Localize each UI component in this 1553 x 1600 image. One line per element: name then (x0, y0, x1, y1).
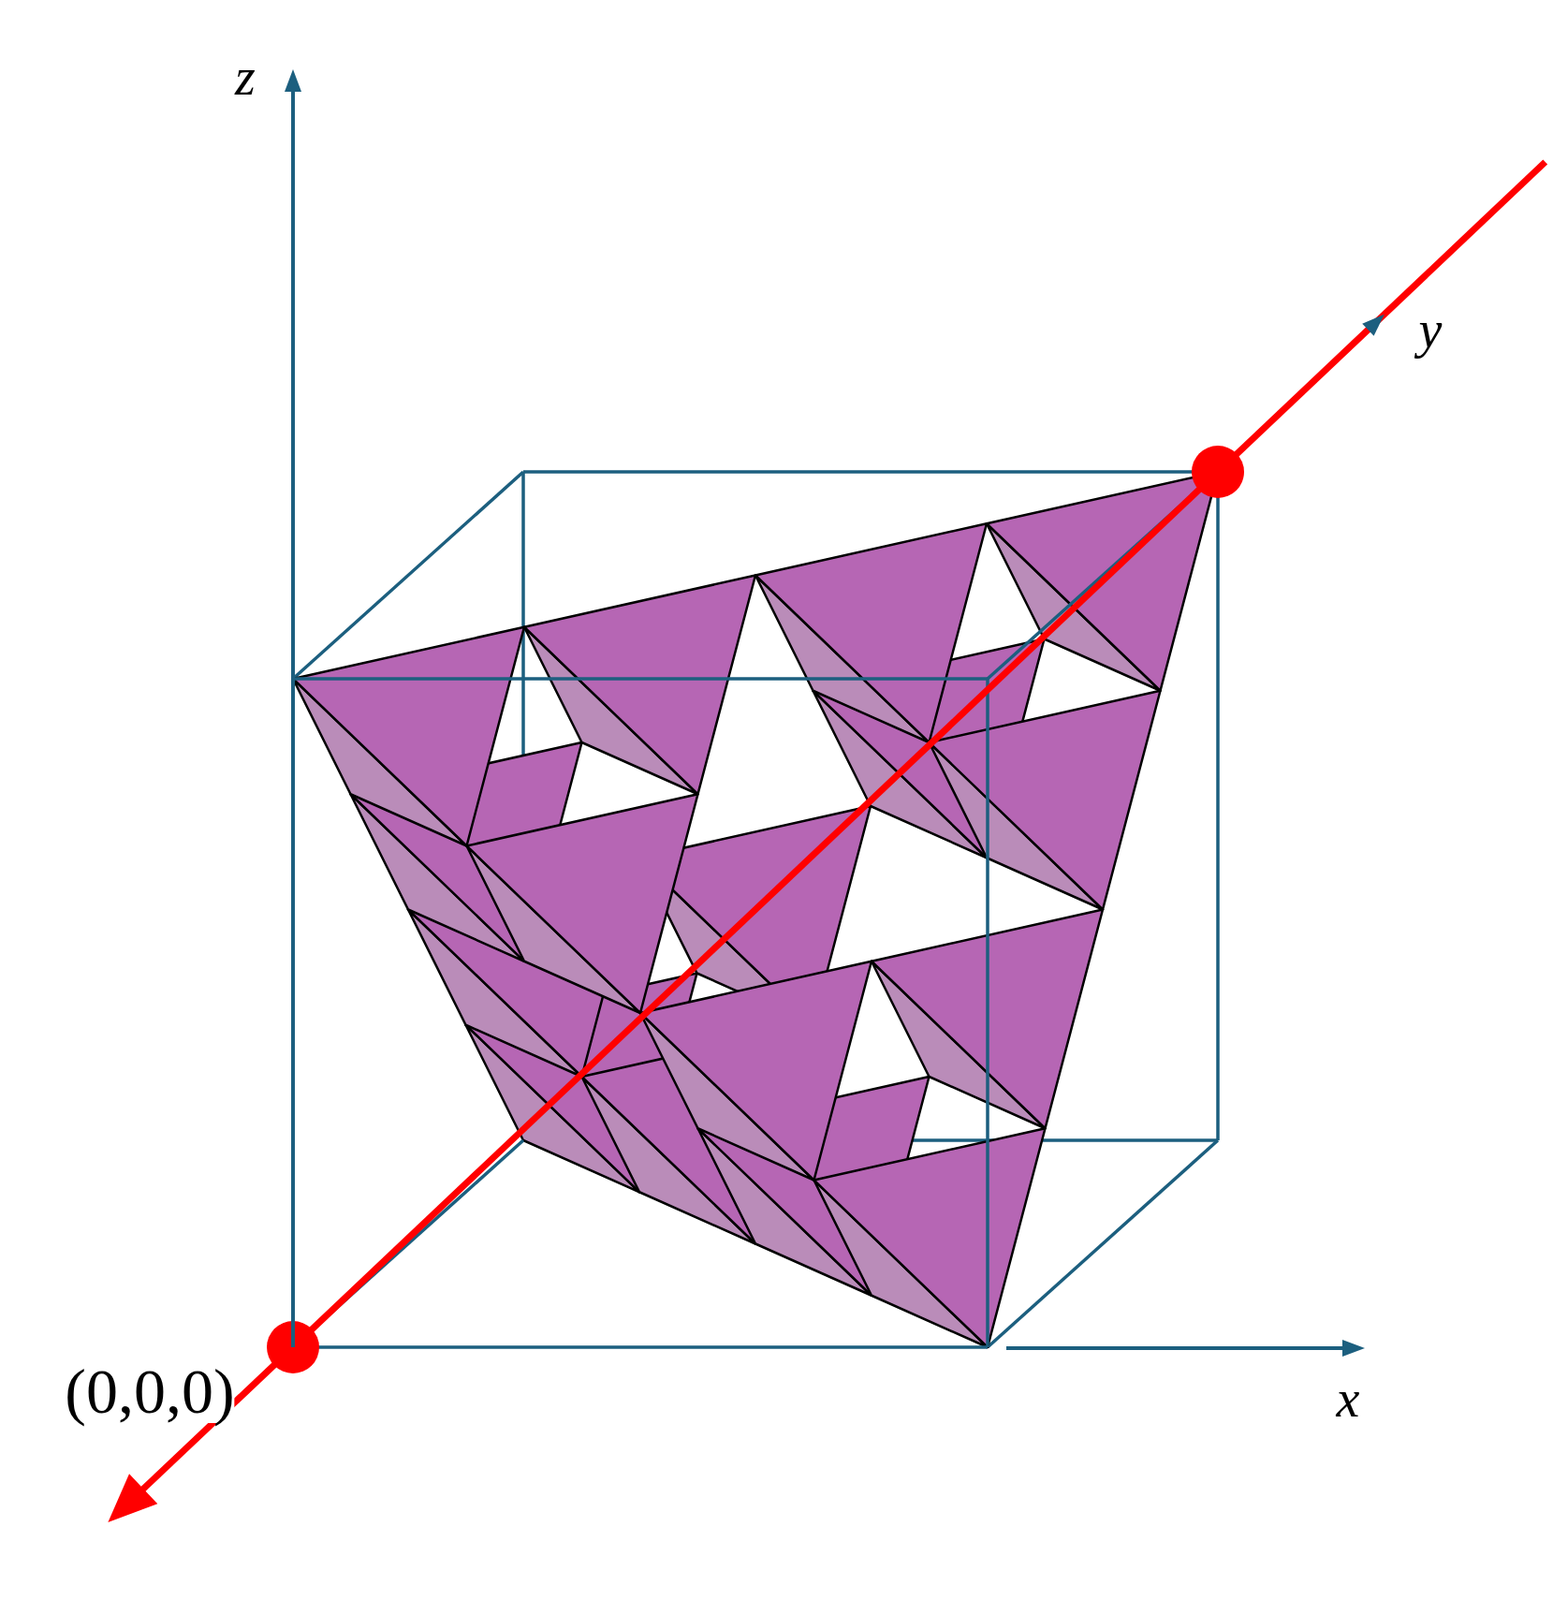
tetra-face (640, 961, 872, 1181)
cube-edge (293, 1345, 988, 1349)
axis-label: y (1419, 303, 1443, 356)
diagonal-line (107, 161, 1545, 1523)
axis-label: z (234, 50, 256, 103)
z-axis (291, 84, 295, 1348)
tetra-face (755, 523, 987, 743)
tetra-face (524, 575, 756, 795)
cube-edge (1216, 471, 1220, 1141)
x-axis (1006, 1346, 1348, 1350)
vertex-dot (1191, 445, 1245, 499)
tetra-face (467, 793, 699, 1013)
cube-edge (523, 469, 1218, 474)
diagonal-arrowhead (107, 1473, 158, 1523)
coordinate-axes (284, 69, 1385, 1357)
tetra-face (293, 627, 525, 847)
diagonal-axis (140, 161, 1546, 1492)
origin-label: (0,0,0) (64, 1359, 235, 1423)
tetra-face (929, 690, 1161, 910)
axis-arrowhead (284, 69, 302, 92)
axis-label: x (1336, 1372, 1361, 1425)
cube-edge (293, 676, 988, 681)
cube-edge (985, 678, 990, 1348)
tetra-face (814, 1128, 1046, 1348)
axis-arrowhead (1342, 1339, 1365, 1357)
axis-arrowhead (1362, 314, 1385, 337)
